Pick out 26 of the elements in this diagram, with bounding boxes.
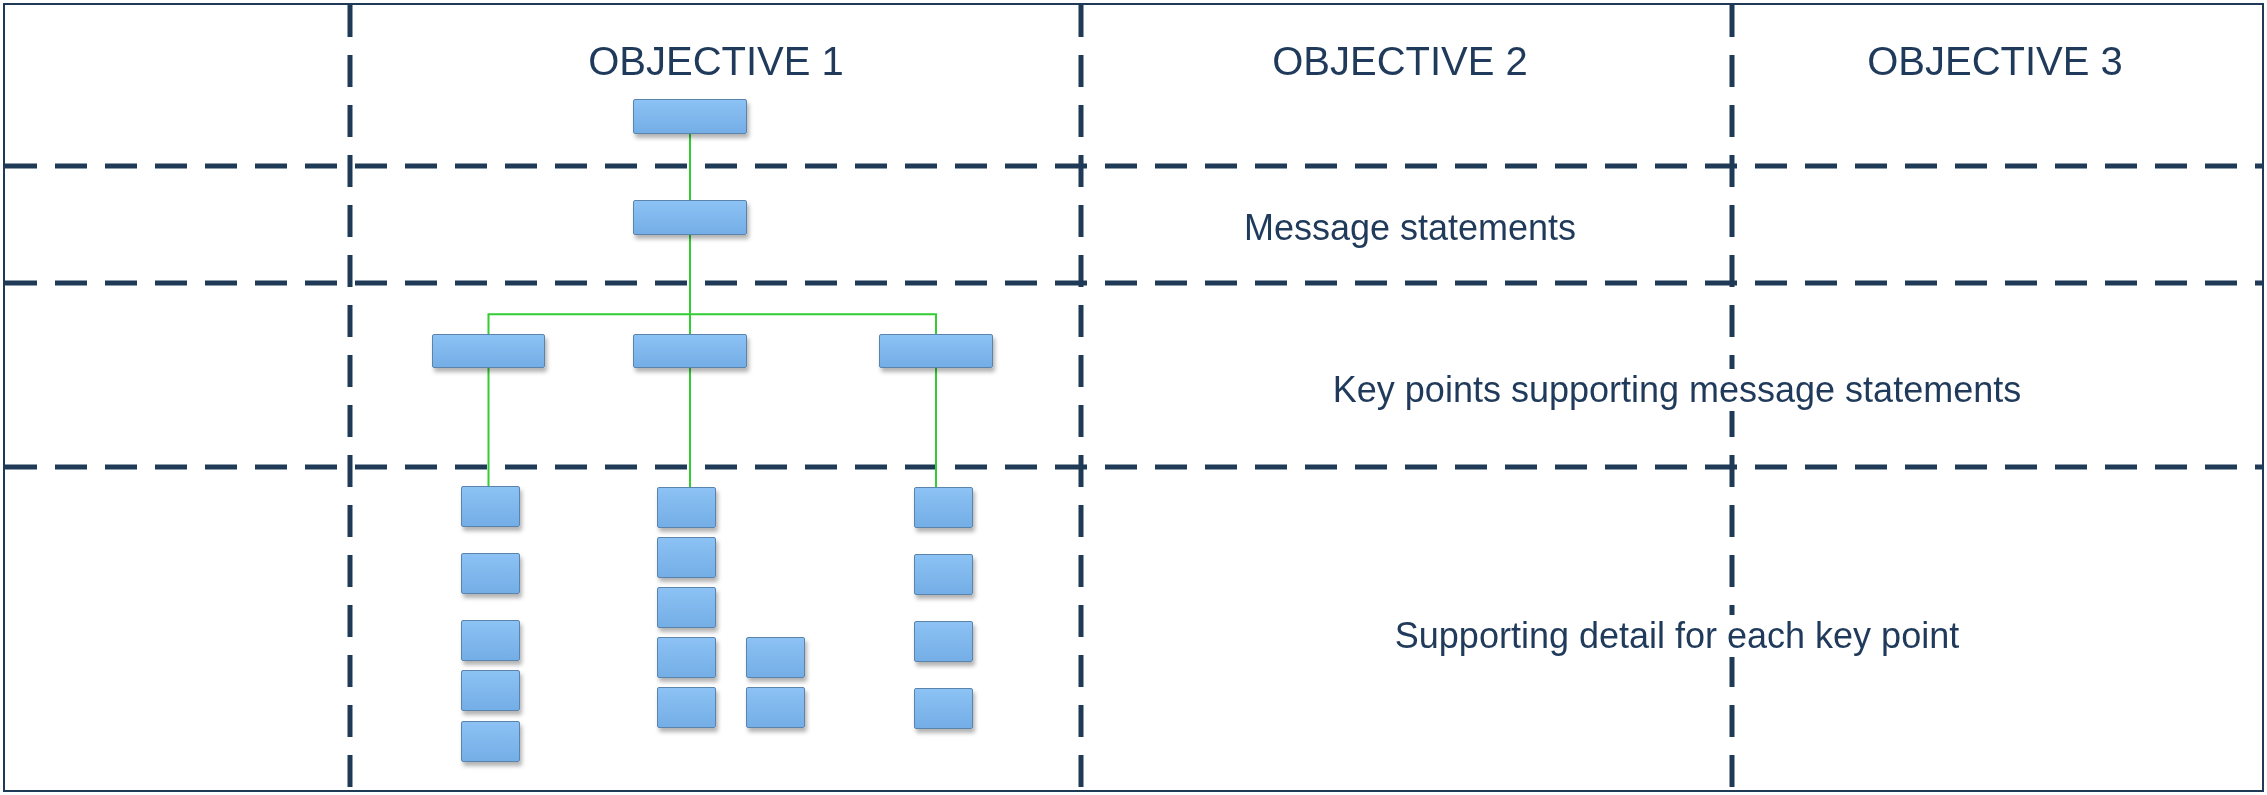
connector-line: [689, 133, 691, 201]
org-chart-box: [633, 99, 747, 134]
org-chart-box: [461, 553, 520, 594]
org-chart-box: [633, 200, 747, 235]
org-chart-box: [461, 486, 520, 527]
org-chart-box: [461, 620, 520, 661]
org-chart-box: [879, 334, 993, 368]
org-chart-box: [914, 554, 973, 595]
org-chart-box: [657, 587, 716, 628]
org-chart-box: [914, 487, 973, 528]
org-chart-box: [914, 621, 973, 662]
org-chart-box: [914, 688, 973, 729]
org-chart-box: [657, 687, 716, 728]
org-chart-box: [657, 487, 716, 528]
org-chart-box: [461, 721, 520, 762]
org-chart-box: [461, 670, 520, 711]
org-chart-box: [432, 334, 545, 368]
connector-line: [689, 367, 691, 488]
connector-line: [935, 367, 937, 488]
connector-line: [689, 234, 937, 335]
org-chart-box: [633, 334, 747, 368]
org-chart-box: [657, 637, 716, 678]
org-chart-box: [657, 537, 716, 578]
org-chart-box: [746, 637, 805, 678]
connector-line: [487, 367, 490, 487]
org-chart-box: [746, 687, 805, 728]
